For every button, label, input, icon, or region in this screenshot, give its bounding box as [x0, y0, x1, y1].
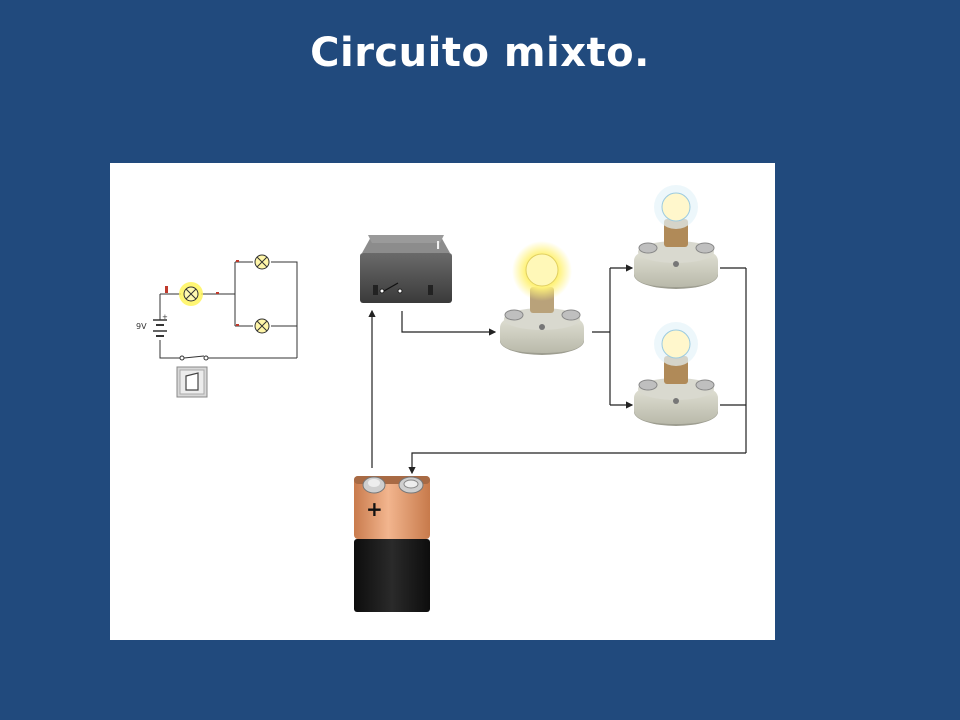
rocker-switch[interactable]: I [360, 235, 452, 303]
lamp-series [500, 241, 584, 355]
battery-plus-sign: + [366, 497, 383, 521]
lamp-parallel-bottom [634, 322, 718, 426]
lamp-parallel-top [634, 185, 718, 289]
slide-title: Circuito mixto. [310, 30, 650, 76]
circuit-panel: 9V + [110, 163, 775, 640]
current-marker [236, 260, 239, 262]
schematic-parallel-lamp-bottom [254, 318, 270, 334]
current-marker [216, 292, 219, 294]
current-marker [236, 324, 239, 326]
schematic-battery [153, 319, 167, 337]
schematic-parallel-lamp-top [254, 254, 270, 270]
schematic-switch [179, 355, 209, 361]
toggle-switch-button[interactable] [176, 366, 208, 398]
battery-plus-label: + [162, 313, 168, 321]
current-marker [165, 286, 168, 293]
circuit-illustration: 9V + [136, 185, 747, 612]
circuit-wires [368, 264, 747, 475]
switch-on-mark: I [436, 239, 440, 252]
schematic-series-lamp [179, 282, 203, 306]
battery-voltage-label: 9V [136, 322, 147, 331]
schematic-diagram: 9V + [136, 254, 298, 398]
battery-9v: + [354, 476, 430, 612]
